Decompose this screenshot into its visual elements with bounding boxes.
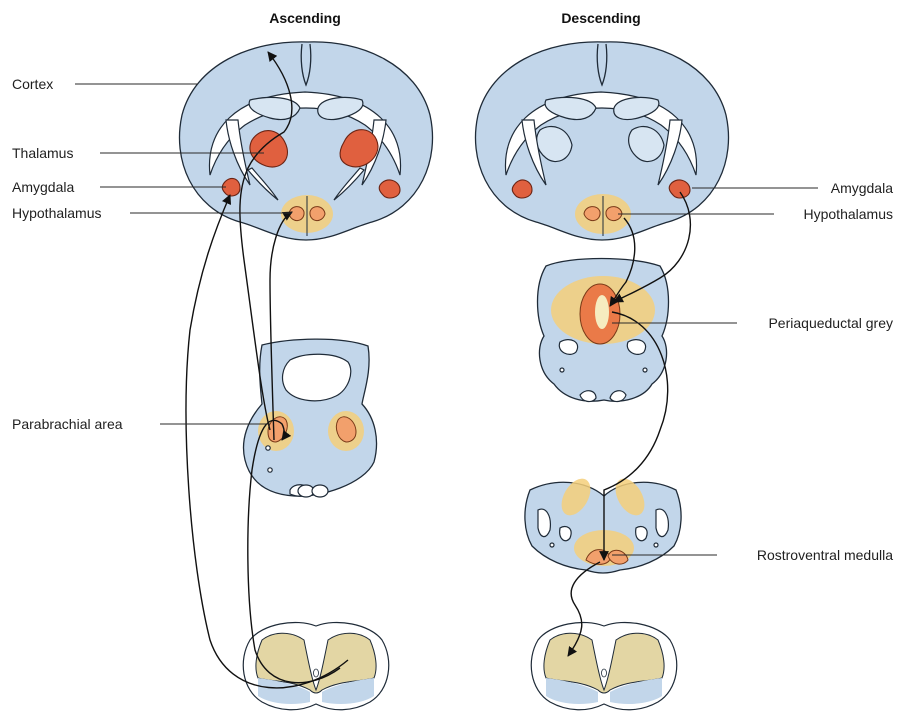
medulla-section: [525, 474, 681, 573]
hypothalamus-label-left: Hypothalamus: [12, 205, 102, 221]
ascending-header: Ascending: [269, 10, 341, 26]
right-spinal-cord: [531, 622, 677, 709]
left-brain-section: [179, 42, 432, 240]
rostroventral-medulla-label: Rostroventral medulla: [757, 547, 893, 563]
amygdala-label-left: Amygdala: [12, 179, 74, 195]
left-spinal-cord: [243, 622, 389, 709]
thalamus-label: Thalamus: [12, 145, 73, 161]
parabrachial-area-label: Parabrachial area: [12, 416, 123, 432]
pons-section: [244, 339, 377, 497]
hypothalamus-label-right: Hypothalamus: [804, 206, 894, 222]
amygdala-label-right: Amygdala: [831, 180, 893, 196]
periaqueductal-grey-label: Periaqueductal grey: [768, 315, 893, 331]
descending-header: Descending: [561, 10, 640, 26]
cortex-label: Cortex: [12, 76, 53, 92]
midbrain-section: [538, 259, 669, 402]
right-brain-section: [475, 42, 728, 240]
